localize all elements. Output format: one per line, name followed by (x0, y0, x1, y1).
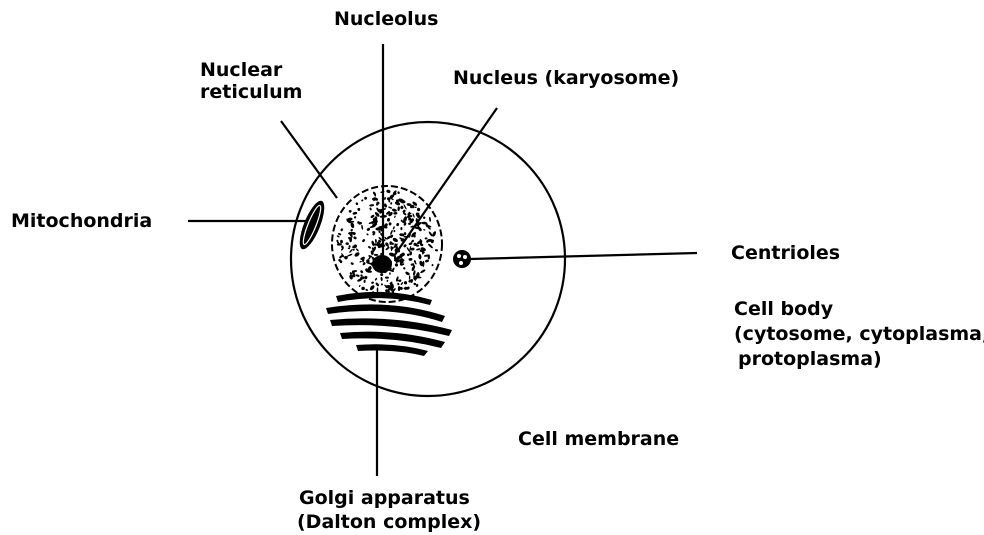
centrioles-leader (470, 253, 697, 259)
nucleus (332, 186, 442, 302)
mitochondrion (295, 198, 329, 252)
label-nucleolus: Nucleolus (334, 8, 439, 30)
label-cell-body: Cell body (cytosome, cytoplasma, protopl… (734, 297, 984, 372)
nucleus-leader (394, 108, 497, 256)
label-nucleus: Nucleus (karyosome) (453, 67, 679, 89)
nuclear-reticulum-leader (281, 121, 337, 198)
label-golgi-apparatus: Golgi apparatus (Dalton complex) (297, 486, 481, 534)
label-nuclear-reticulum: Nuclear reticulum (200, 59, 302, 103)
label-cell-membrane: Cell membrane (518, 428, 679, 450)
centrioles (453, 250, 471, 268)
label-mitochondria: Mitochondria (11, 210, 152, 232)
label-centrioles: Centrioles (731, 242, 840, 264)
